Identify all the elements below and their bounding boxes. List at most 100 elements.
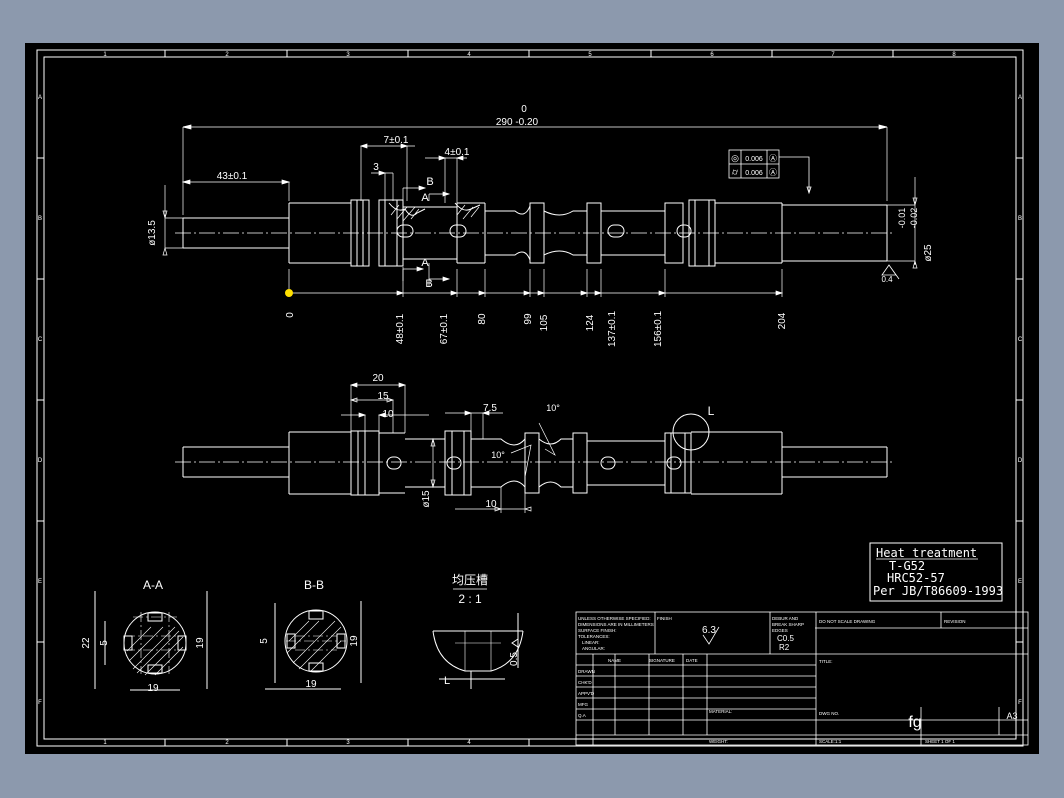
notes-line-5: LINEAR: xyxy=(582,640,600,645)
gdt-symbol-1: ◎ xyxy=(731,153,739,163)
col-number-7: 7 xyxy=(831,52,835,58)
col-number-bottom-3: 3 xyxy=(346,740,350,746)
overall-dim-tol-top: 0 xyxy=(521,104,527,115)
gdt-value-2: 0.006 xyxy=(745,170,763,177)
row-letter-right-E: E xyxy=(1018,579,1022,585)
gdt-symbol-2: ⌭ xyxy=(732,167,739,177)
heat-line2: HRC52-57 xyxy=(887,571,945,585)
finish-label: FINISH xyxy=(657,616,672,621)
dwg-number: fg xyxy=(908,714,921,731)
row-letter-right-B: B xyxy=(1018,216,1022,222)
dia-right-label: ø25 xyxy=(923,244,934,262)
notes-line-2: DIMENSIONS ARE IN MILLIMETERS xyxy=(578,622,654,627)
angle-10b-label: 10° xyxy=(491,450,505,460)
notes-line-1: UNLESS OTHERWISE SPECIFIED: xyxy=(578,616,651,621)
angle-10a-label: 10° xyxy=(546,403,560,413)
baseline-label-48: 48±0.1 xyxy=(395,313,406,344)
front-view: 0 290 -0.20 43±0.1 7±0.1 4±0.1 3 B A xyxy=(147,104,934,347)
dim-7-label: 7±0.1 xyxy=(384,135,409,146)
row-letter-right-F: F xyxy=(1018,700,1022,706)
header-signature: SIGNATURE xyxy=(649,658,675,663)
row-letter-right-C: C xyxy=(1018,337,1023,343)
section-aa-title: A-A xyxy=(143,578,163,592)
heat-treatment-note: Heat treatment T-G52 HRC52-57 Per JB/T86… xyxy=(869,542,1003,602)
col-number-5: 5 xyxy=(588,52,592,58)
section-letter-a-top: A xyxy=(421,192,429,204)
detail-circle-l xyxy=(672,413,710,451)
second-view: 20 15 10 7.5 10° 10° ø15 10 L xyxy=(175,373,895,513)
dim-43-label: 43±0.1 xyxy=(217,171,248,182)
finish-value: 6.3 xyxy=(702,625,716,636)
detail-dim: 0.5 xyxy=(509,652,520,666)
baseline-label-67: 67±0.1 xyxy=(439,313,450,344)
role-appvd: APPV'D xyxy=(578,691,595,696)
row-letter-A: A xyxy=(38,95,42,101)
col-number-2: 2 xyxy=(225,52,229,58)
revision-label: REVISION xyxy=(944,619,966,624)
title-block: UNLESS OTHERWISE SPECIFIED: DIMENSIONS A… xyxy=(575,611,1029,746)
deburr-val-1: C0.5 xyxy=(777,634,794,643)
finish-symbol-icon xyxy=(702,626,720,645)
row-letter-C: C xyxy=(38,337,43,343)
section-bb-d5: 5 xyxy=(259,638,270,644)
dim-15-label: 15 xyxy=(377,391,389,402)
gdt-datum-1: Ⓐ xyxy=(769,154,777,163)
title-label: TITLE: xyxy=(819,659,833,664)
role-mfg: MFG xyxy=(578,702,588,707)
role-chkd: CHK'D xyxy=(578,680,592,685)
second-dims xyxy=(341,382,556,513)
dia-right-tol-top: -0.01 xyxy=(897,208,907,229)
origin-point xyxy=(285,289,293,297)
dim-4-label: 4±0.1 xyxy=(445,147,470,158)
dia-15-label: ø15 xyxy=(421,490,432,508)
weight-label: WEIGHT: xyxy=(709,739,728,744)
section-letter-a-bot: A xyxy=(421,257,429,269)
row-letter-D: D xyxy=(38,458,43,464)
section-bb-d19h: 19 xyxy=(305,679,317,690)
col-number-1: 1 xyxy=(103,52,107,58)
baseline-label-124: 124 xyxy=(585,314,596,331)
section-letter-b-bot: B xyxy=(425,278,432,290)
baseline-dimension xyxy=(288,269,784,297)
dont-scale-label: DO NOT SCALE DRAWING xyxy=(819,619,876,624)
deburr-line-3: EDGES xyxy=(772,628,788,633)
baseline-label-99: 99 xyxy=(523,313,534,325)
section-aa: A-A 22 5 19 19 xyxy=(81,578,208,694)
col-number-bottom-4: 4 xyxy=(467,740,471,746)
roughness-label: 0.4 xyxy=(881,275,893,284)
header-name: NAME xyxy=(608,658,621,663)
drawing-sheet: 1 2 3 4 5 6 7 8 1 2 3 4 A B C D E F A B … xyxy=(25,43,1039,754)
col-number-6: 6 xyxy=(710,52,714,58)
dim-20-label: 20 xyxy=(372,373,384,384)
deburr-line-2: BREAK SHARP xyxy=(772,622,804,627)
dia-dims xyxy=(162,177,918,269)
section-aa-d22: 22 xyxy=(81,637,92,649)
section-bb: B-B 5 19 19 xyxy=(259,578,362,690)
dim-43 xyxy=(181,179,291,201)
baseline-label-204: 204 xyxy=(777,312,788,329)
col-number-bottom-1: 1 xyxy=(103,740,107,746)
origin-label: 0 xyxy=(285,312,296,318)
col-number-8: 8 xyxy=(952,52,956,58)
row-letter-right-A: A xyxy=(1018,95,1022,101)
deburr-val-2: R2 xyxy=(779,643,790,652)
material-label: MATERIAL: xyxy=(709,709,732,714)
heat-title: Heat treatment xyxy=(876,546,977,560)
detail-view: 均压槽 2 : 1 0.5 L xyxy=(432,573,524,689)
col-number-bottom-2: 2 xyxy=(225,740,229,746)
dwg-label: DWG NO. xyxy=(819,711,839,716)
row-letter-F: F xyxy=(38,700,42,706)
deburr-line-1: DEBUR AND xyxy=(772,616,799,621)
section-aa-d19h: 19 xyxy=(147,683,159,694)
row-letter-right-D: D xyxy=(1018,458,1023,464)
baseline-label-156: 156±0.1 xyxy=(653,311,664,348)
gdt-frames xyxy=(728,149,812,195)
section-bb-title: B-B xyxy=(304,578,324,592)
col-number-4: 4 xyxy=(467,52,471,58)
detail-l-label: L xyxy=(708,404,715,418)
role-drawn: DRAWN xyxy=(578,669,595,674)
dim-10-label: 10 xyxy=(382,409,394,420)
notes-line-4: TOLERANCES: xyxy=(578,634,610,639)
section-bb-d19v: 19 xyxy=(349,635,360,647)
baseline-label-137: 137±0.1 xyxy=(607,311,618,348)
